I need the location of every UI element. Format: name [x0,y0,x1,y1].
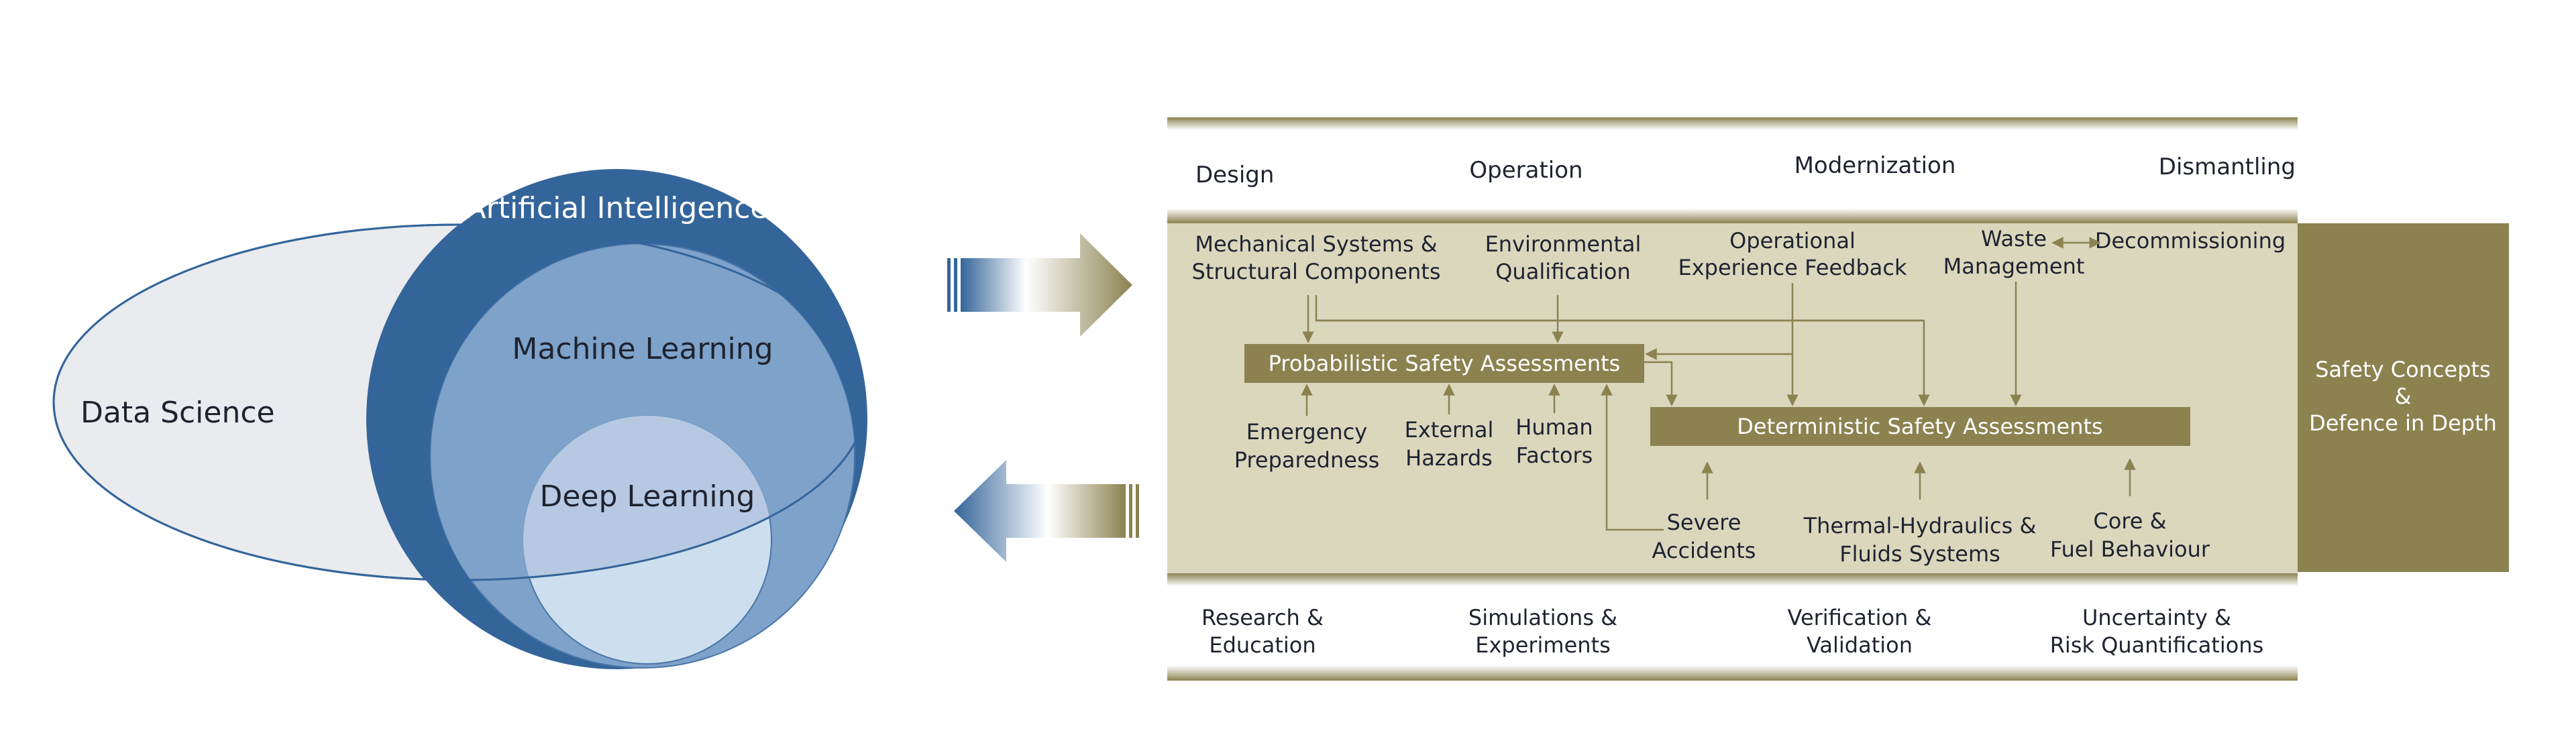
topic-human-line2: Factors [1516,443,1593,468]
topic-environmental-line2: Qualification [1495,259,1631,284]
deterministic-label: Deterministic Safety Assessments [1737,414,2102,439]
ml-label: Machine Learning [512,332,773,366]
topic-environmental-line1: Environmental [1485,231,1642,257]
phase-modernization: Modernization [1794,152,1956,179]
method-verification-line1: Verification & [1788,605,1932,630]
safety-concepts-box [2298,223,2509,572]
topic-severe-line2: Accidents [1652,538,1756,563]
topic-emergency-line1: Emergency [1246,419,1367,445]
probabilistic-box [1244,344,1644,383]
phases-band: Design Operation Modernization Dismantli… [1167,117,2298,223]
topic-severe-line1: Severe [1667,510,1741,535]
ai-label: Artificial Intelligence [466,191,769,225]
methods-band: Research & Education Simulations & Exper… [1167,573,2298,681]
topic-operational-line2: Experience Feedback [1678,255,1907,280]
topic-waste-line1: Waste [1981,226,2047,251]
connector-lines [1301,237,2136,531]
venn-diagram: Data Science Artificial Intelligence Mac… [52,169,867,669]
safety-concepts-line2: & [2395,384,2412,409]
topic-waste-line2: Management [1943,253,2085,279]
deterministic-box [1650,407,2190,446]
topic-mechanical-line1: Mechanical Systems & [1195,231,1437,257]
topic-core-line2: Fuel Behaviour [2050,536,2210,562]
topic-mechanical-line2: Structural Components [1192,259,1441,284]
dl-label: Deep Learning [540,479,755,514]
topic-human-line1: Human [1515,414,1593,440]
method-simulations-line2: Experiments [1475,632,1611,658]
probabilistic-label: Probabilistic Safety Assessments [1269,351,1621,376]
method-research-line2: Education [1209,632,1316,658]
safety-panel: Safety Concepts & Defence in Depth Mecha… [1167,223,2509,577]
topic-external-line2: Hazards [1405,445,1493,471]
topic-decommissioning: Decommissioning [2095,228,2286,253]
topic-operational-line1: Operational [1729,228,1856,253]
method-uncertainty-line1: Uncertainty & [2082,605,2231,630]
phase-dismantling: Dismantling [2159,154,2296,180]
method-research-line1: Research & [1201,605,1324,630]
data-science-label: Data Science [80,396,275,430]
topic-core-line1: Core & [2093,508,2166,534]
topic-external-line1: External [1405,417,1494,443]
safety-concepts-line1: Safety Concepts [2315,357,2491,382]
phase-operation: Operation [1469,157,1582,184]
method-verification-line2: Validation [1807,632,1913,658]
topic-thermal-line1: Thermal-Hydraulics & [1803,513,2037,538]
arrow-right [947,233,1132,337]
phase-design: Design [1195,162,1274,188]
topic-thermal-line2: Fluids Systems [1839,541,2000,567]
topic-emergency-line2: Preparedness [1234,447,1380,473]
method-uncertainty-line2: Risk Quantifications [2050,632,2264,658]
safety-concepts-line3: Defence in Depth [2309,410,2497,436]
arrow-left [954,460,1139,562]
method-simulations-line1: Simulations & [1468,605,1617,630]
